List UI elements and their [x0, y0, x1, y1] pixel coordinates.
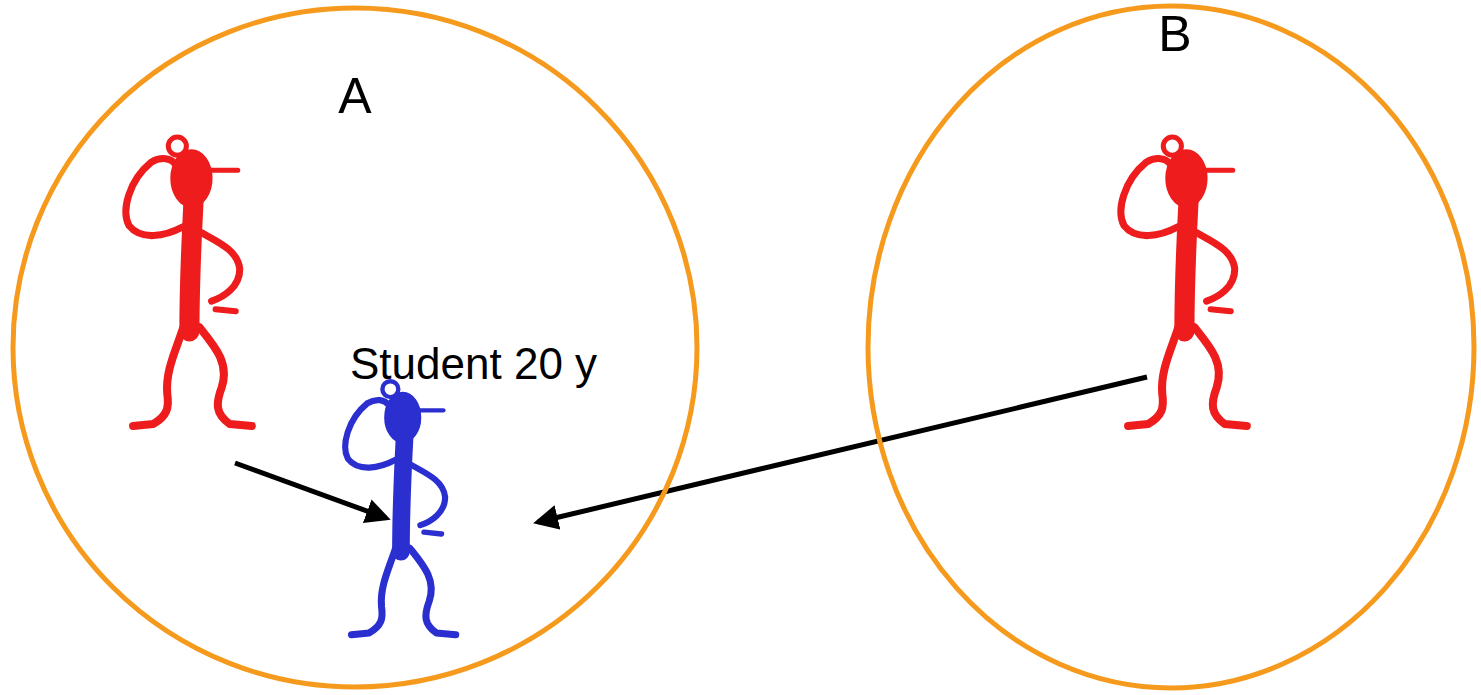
- group-circle: B: [865, 3, 1477, 691]
- circle-outline: [865, 3, 1477, 691]
- group-circle: A Student 20 y: [10, 5, 700, 690]
- arrow: [538, 377, 1147, 522]
- arrow: [235, 463, 386, 518]
- person-label-text: Student 20 y: [350, 342, 597, 386]
- red-person: [1121, 137, 1247, 426]
- red-person: [126, 137, 252, 426]
- group-letter: A: [338, 71, 371, 121]
- person-label: Student 20 y: [346, 338, 602, 390]
- group-letter: B: [1158, 9, 1191, 59]
